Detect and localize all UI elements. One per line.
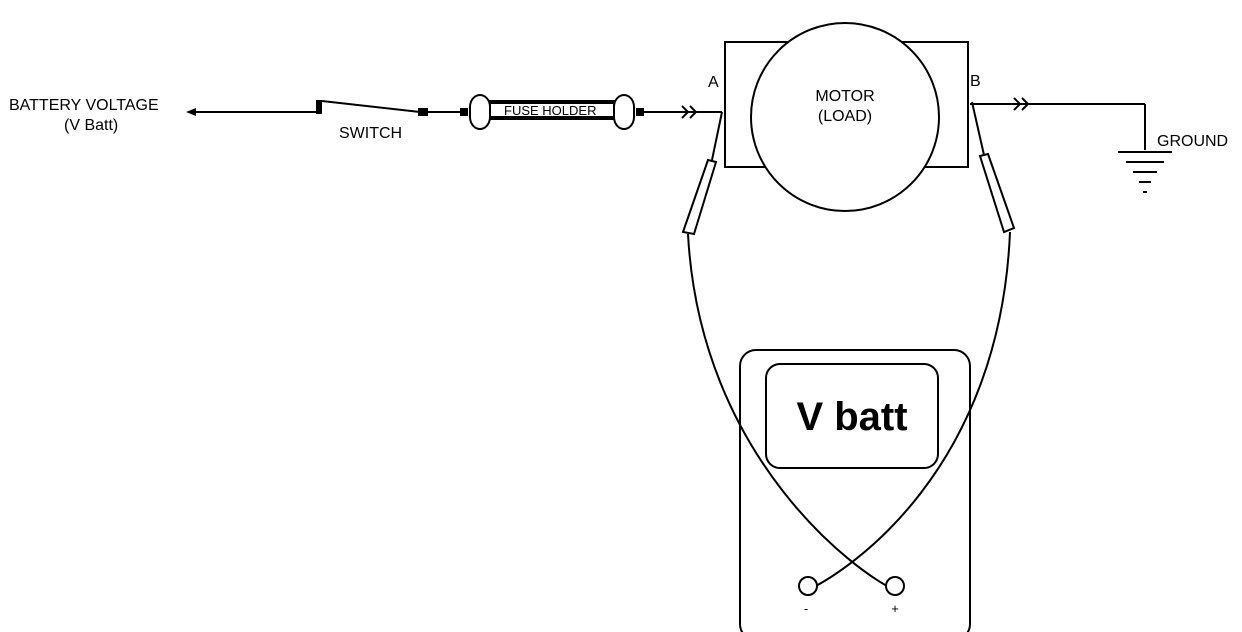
ground-label: GROUND (1157, 133, 1228, 150)
battery-terminal (186, 108, 196, 116)
probe-icon-a (681, 111, 723, 236)
lead-wire-a (687, 233, 896, 591)
load-label: (LOAD) (818, 108, 872, 125)
neg-terminal-label: - (804, 601, 808, 616)
fuse-icon (460, 94, 644, 130)
probe-icon-b (971, 101, 1016, 234)
switch-label: SWITCH (339, 125, 402, 142)
motor-icon (724, 22, 969, 212)
fuse-holder-label: FUSE HOLDER (504, 103, 596, 118)
switch-icon (316, 100, 428, 116)
multimeter-icon (739, 349, 971, 632)
meter-display-text: V batt (796, 395, 907, 439)
connector-a (681, 105, 698, 119)
pos-terminal-label: + (891, 601, 899, 616)
motor-label: MOTOR (815, 88, 874, 105)
lead-wire-b (807, 231, 1011, 591)
point-a-label: A (708, 74, 719, 91)
connector-b (1013, 97, 1030, 111)
positive-terminal (885, 576, 905, 596)
battery-voltage-label: BATTERY VOLTAGE (9, 97, 159, 114)
meter-display-window (765, 363, 939, 469)
v-batt-label: (V Batt) (64, 117, 118, 134)
ground-icon (1118, 151, 1172, 193)
point-b-label: B (970, 73, 981, 90)
negative-terminal (798, 576, 818, 596)
